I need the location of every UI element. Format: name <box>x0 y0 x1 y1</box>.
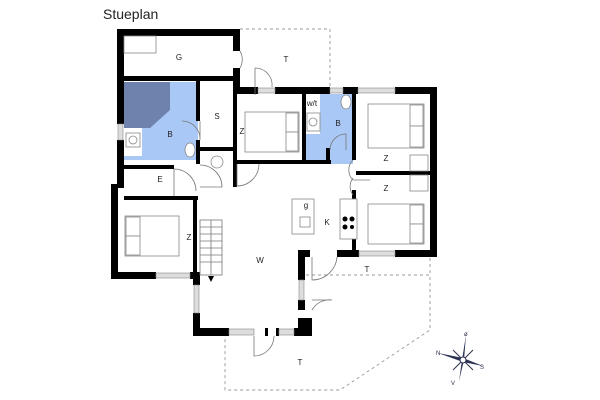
compass-w: V <box>451 381 455 387</box>
floor-plan-title: Stueplan <box>103 6 159 22</box>
bed-northeast <box>367 103 429 172</box>
walls <box>111 29 437 336</box>
bed-east <box>367 174 429 245</box>
bed-west <box>124 215 180 257</box>
room-label-terrace-east: T <box>365 265 370 274</box>
round-column <box>210 155 224 169</box>
shower-fill <box>124 82 170 128</box>
toilet-east-icon <box>340 94 352 110</box>
room-label-bedroom-center: Z <box>240 127 245 136</box>
compass-s: S <box>480 365 484 371</box>
room-label-storage: S <box>214 112 219 121</box>
room-label-terrace-north: T <box>284 55 289 64</box>
toilet-icon <box>184 142 196 158</box>
bed-center <box>244 111 300 153</box>
room-label-bath-west: B <box>167 130 172 139</box>
staircase <box>199 219 223 276</box>
compass-rose-icon: N ø S V <box>436 332 484 387</box>
room-label-wc: w/t <box>306 99 318 108</box>
label-appliance: g <box>304 201 308 210</box>
room-label-kitchen: K <box>324 218 330 227</box>
terrace-south-outline <box>224 274 431 391</box>
stair-arrow-icon <box>208 276 214 282</box>
windows <box>117 87 396 336</box>
room-label-terrace-south: T <box>298 358 303 367</box>
doors <box>173 50 370 357</box>
room-label-entry: E <box>157 175 162 184</box>
kitchen-counters <box>291 198 358 240</box>
room-label-bedroom-ne: Z <box>384 154 389 163</box>
room-label-bedroom-west: Z <box>187 233 192 242</box>
garage-shelf <box>123 35 157 54</box>
terrace-north-outline <box>240 28 331 90</box>
room-label-bath-east: B <box>335 119 340 128</box>
compass-e: ø <box>464 332 468 338</box>
room-label-bedroom-e: Z <box>384 184 389 193</box>
room-label-living: W <box>256 256 264 265</box>
room-label-garage: G <box>176 53 182 62</box>
compass-n: N <box>436 351 440 357</box>
